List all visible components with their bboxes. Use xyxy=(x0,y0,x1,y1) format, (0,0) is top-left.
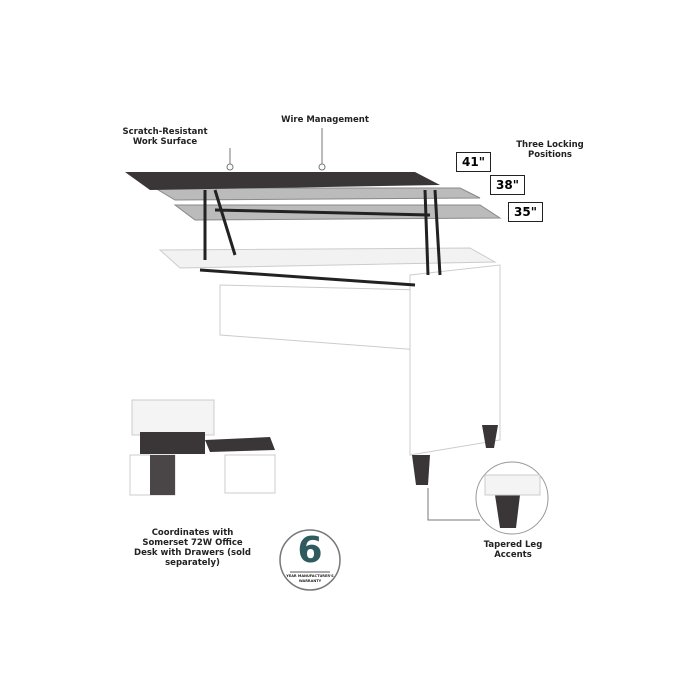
height-41: 41" xyxy=(456,152,491,172)
callout-lines xyxy=(229,128,480,521)
companion-desk-thumbnail xyxy=(129,399,276,496)
desk-panel xyxy=(219,284,421,351)
label-wire-management: Wire Management xyxy=(281,115,369,125)
label-coordinates: Coordinates with Somerset 72W Office Des… xyxy=(134,528,251,568)
leg-right xyxy=(482,425,498,448)
height-38: 38" xyxy=(490,175,525,195)
desktop-41 xyxy=(125,172,440,190)
lift-mechanism xyxy=(199,189,442,287)
height-35: 35" xyxy=(508,202,543,222)
warranty-text: YEAR MANUFACTURER'S WARRANTY xyxy=(286,574,334,583)
warranty-badge xyxy=(279,529,341,591)
desktop-base xyxy=(158,247,497,269)
label-locking-positions: Three Locking Positions xyxy=(516,140,584,160)
desktop-38 xyxy=(153,187,481,201)
leg-detail xyxy=(495,495,520,528)
label-scratch-resistant: Scratch-Resistant Work Surface xyxy=(122,127,208,147)
warranty-years: 6 xyxy=(297,530,323,571)
desk-pedestal xyxy=(409,264,501,456)
label-tapered-legs: Tapered Leg Accents xyxy=(483,540,543,560)
leg-left xyxy=(412,455,430,485)
